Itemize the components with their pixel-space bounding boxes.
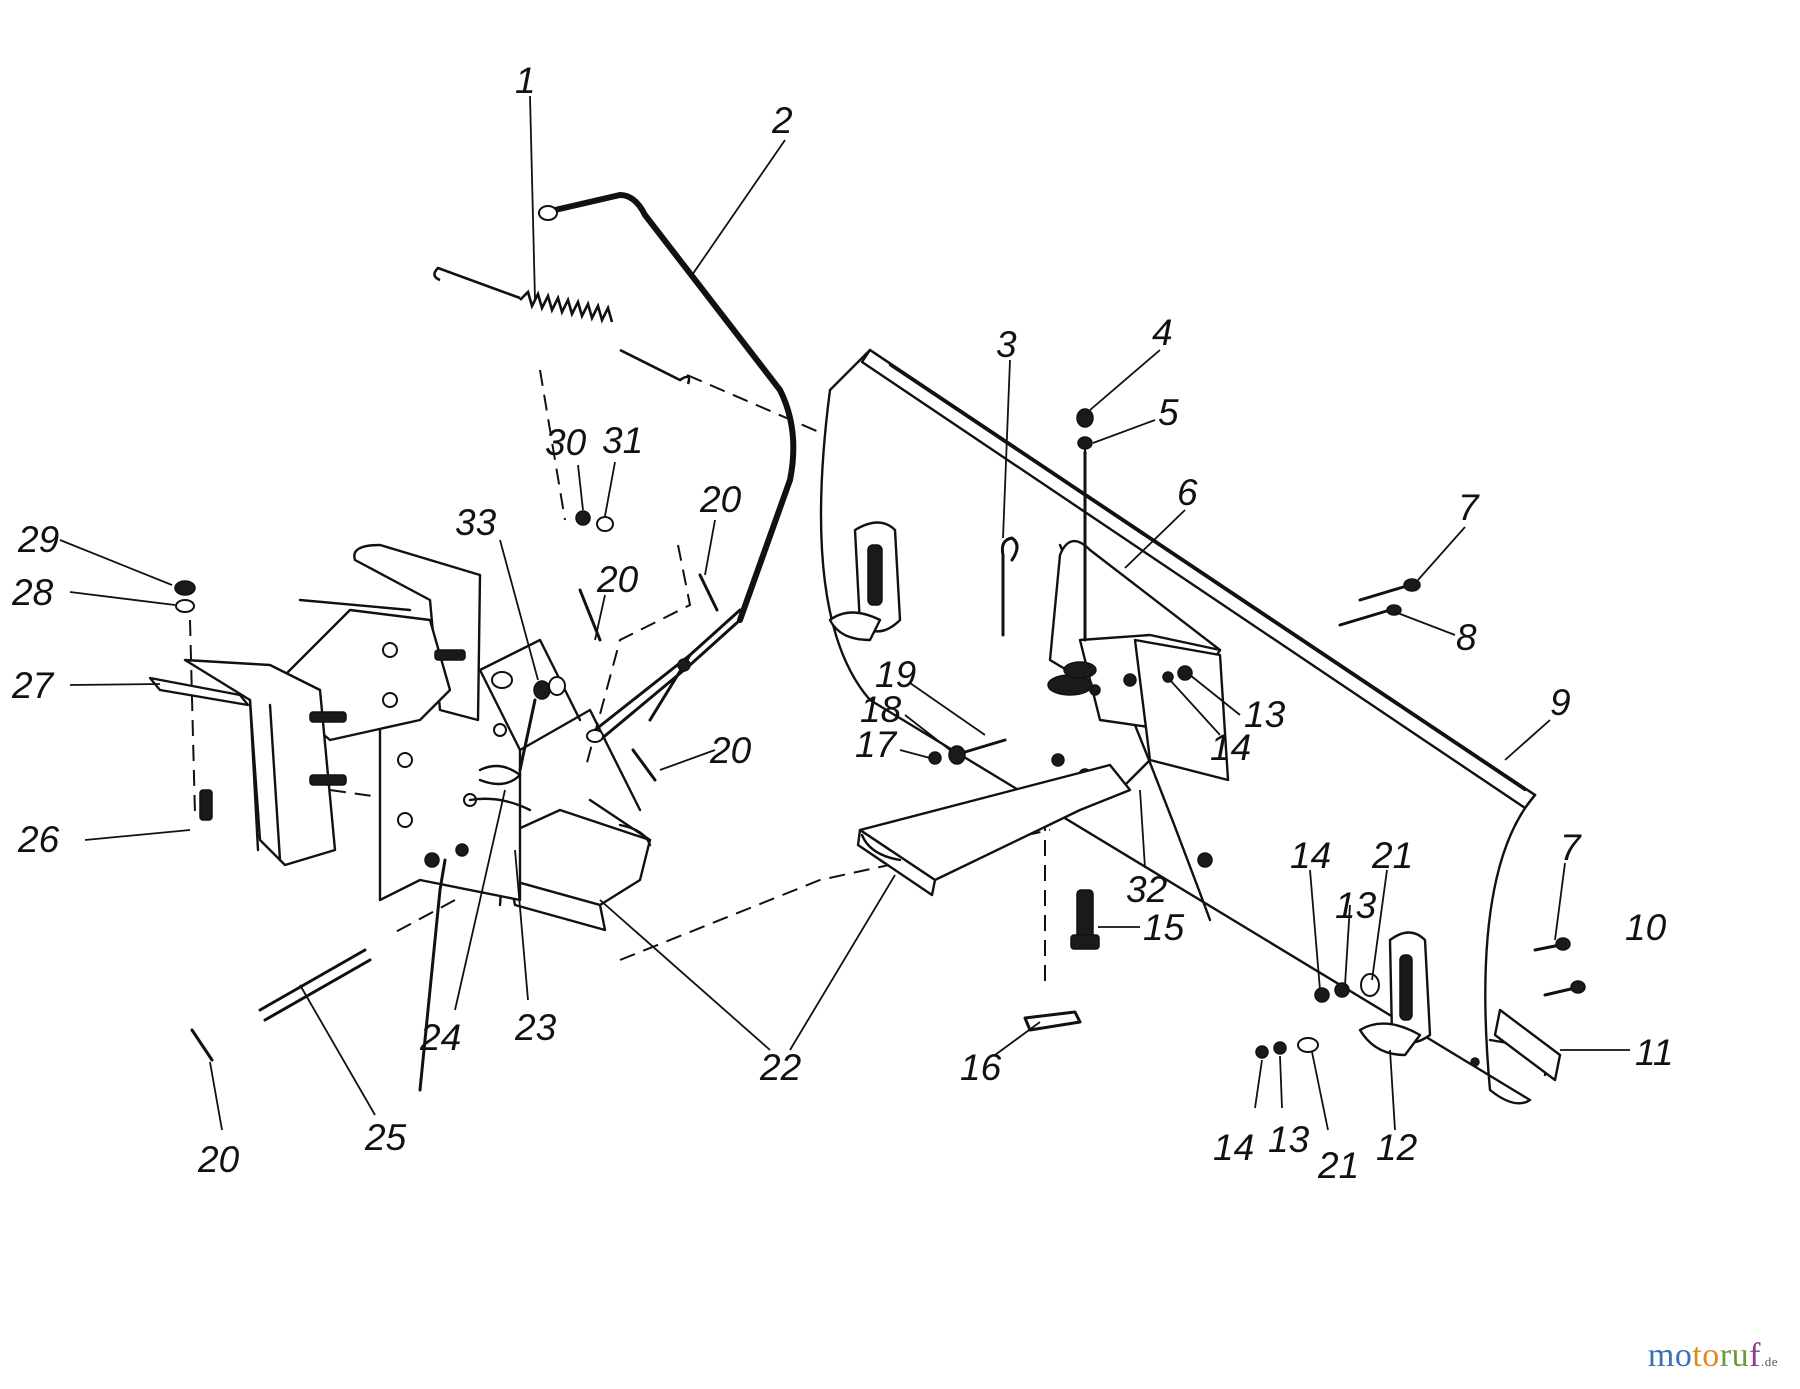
callout-29: 29 [17,519,59,560]
callout-21-lower: 21 [1317,1145,1359,1186]
callout-20-upper-left: 20 [596,559,639,600]
callout-13-upper: 13 [1244,694,1286,735]
callout-3: 3 [996,324,1017,365]
push-frame [498,763,1132,932]
callout-5: 5 [1158,392,1179,433]
callout-20-upper-right: 20 [699,479,742,520]
callout-9: 9 [1550,682,1571,723]
callout-32: 32 [1126,869,1168,910]
callout-8: 8 [1456,617,1477,658]
callout-22: 22 [759,1047,802,1088]
callout-15: 15 [1143,907,1185,948]
leader-lines [59,95,1630,1131]
blade-pivot-bracket [1000,408,1230,799]
lift-handle [538,191,797,743]
callout-11: 11 [1635,1032,1673,1073]
logo-part-3: ru [1719,1337,1750,1374]
logo-part-1: mo [1647,1337,1693,1374]
callout-13-lower: 13 [1268,1119,1310,1160]
callout-14-upper: 14 [1210,727,1251,768]
callout-19: 19 [875,654,916,695]
callout-12: 12 [1376,1127,1418,1168]
callout-26: 26 [17,819,60,860]
callout-16: 16 [960,1047,1002,1088]
watermark-logo: motoruf.de [1648,1337,1778,1375]
tension-spring [433,266,691,385]
callout-18: 18 [860,689,902,730]
logo-part-4: f [1749,1337,1761,1374]
callout-25: 25 [364,1117,407,1158]
callout-24: 24 [419,1017,461,1058]
callout-20-lower: 20 [197,1139,240,1180]
callout-4: 4 [1152,312,1173,353]
logo-tld: .de [1760,1354,1778,1369]
callout-21-upper: 21 [1371,835,1413,876]
callout-10: 10 [1625,907,1667,948]
callout-14-middle: 14 [1290,835,1331,876]
callout-labels: 1 2 3 4 5 6 7 8 9 13 14 7 10 11 12 14 13… [11,60,1673,1186]
callout-27: 27 [11,665,55,706]
hitch-plate [378,638,642,1092]
callout-7-lower: 7 [1560,827,1582,868]
callout-33: 33 [455,502,497,543]
callout-1: 1 [515,60,536,101]
mount-bracket [148,543,482,867]
callout-28: 28 [11,572,54,613]
callout-7-upper: 7 [1458,487,1480,528]
callout-6: 6 [1177,472,1198,513]
callout-20-middle: 20 [709,730,752,771]
callout-23: 23 [514,1007,557,1048]
callout-2: 2 [771,100,793,141]
callout-31: 31 [602,420,643,461]
bolts [199,649,466,821]
callout-13-middle: 13 [1335,885,1377,926]
callout-30: 30 [545,422,587,463]
hardware [190,510,1586,1062]
callout-14-lower: 14 [1213,1127,1254,1168]
logo-part-2: to [1692,1337,1720,1374]
callout-17: 17 [855,724,898,765]
